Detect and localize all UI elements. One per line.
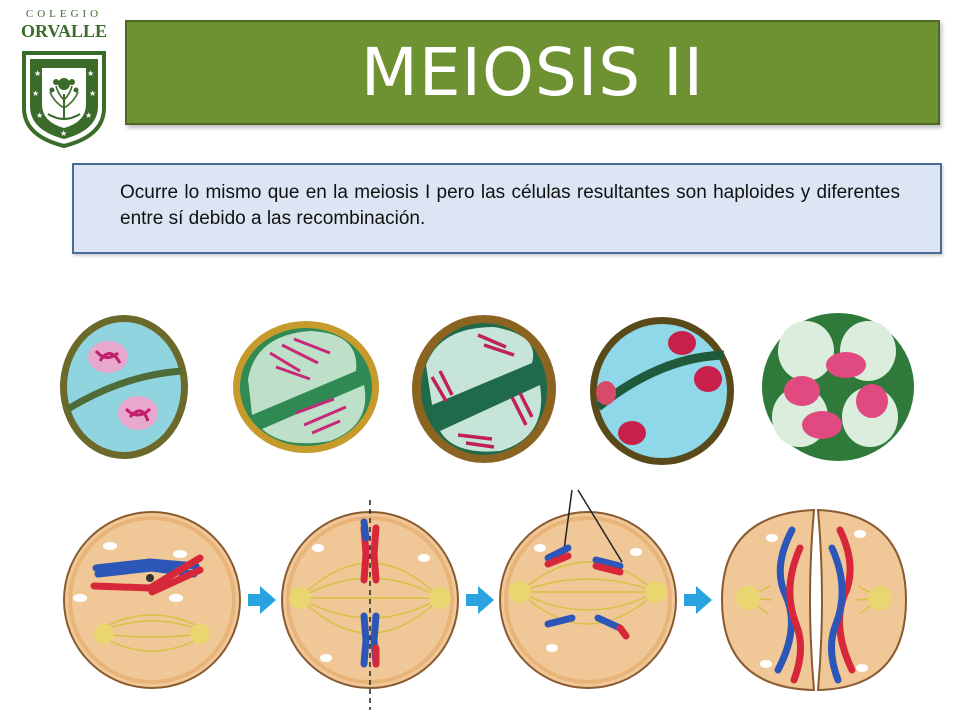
svg-text:★: ★ — [36, 111, 43, 120]
logo-top-text: COLEGIO — [25, 8, 103, 20]
micrograph-cell-3 — [412, 315, 556, 463]
description-text: Ocurre lo mismo que en la meiosis I pero… — [120, 182, 900, 229]
svg-text:★: ★ — [34, 69, 41, 78]
arrow-right-icon — [684, 586, 712, 614]
micrograph-row — [60, 313, 914, 465]
arrow-right-icon — [466, 586, 494, 614]
school-crest-icon: ★ ★ ★ ★ ★ ★ ★ — [22, 51, 106, 148]
school-logo: COLEGIO ORVALLE ★ ★ ★ ★ ★ ★ ★ — [14, 8, 114, 148]
micrograph-cell-4 — [590, 317, 734, 465]
micrograph-cell-1 — [60, 315, 188, 459]
page-title: MEIOSIS II — [360, 34, 705, 111]
micrograph-cell-2 — [233, 321, 379, 453]
svg-text:★: ★ — [32, 89, 39, 98]
svg-text:★: ★ — [87, 69, 94, 78]
diagram-row — [63, 489, 908, 710]
diagram-metaphase-ii — [281, 500, 459, 710]
arrow-right-icon — [248, 586, 276, 614]
title-bar: MEIOSIS II — [125, 20, 940, 125]
diagram-anaphase-ii — [499, 489, 677, 689]
diagram-prophase-ii — [63, 511, 241, 689]
svg-text:★: ★ — [85, 111, 92, 120]
svg-text:★: ★ — [60, 129, 67, 138]
micrograph-cell-5 — [762, 313, 914, 461]
description-box: Ocurre lo mismo que en la meiosis I pero… — [72, 163, 942, 254]
logo-name-text: ORVALLE — [20, 21, 108, 41]
svg-text:★: ★ — [89, 89, 96, 98]
diagram-telophase-ii — [720, 508, 908, 692]
